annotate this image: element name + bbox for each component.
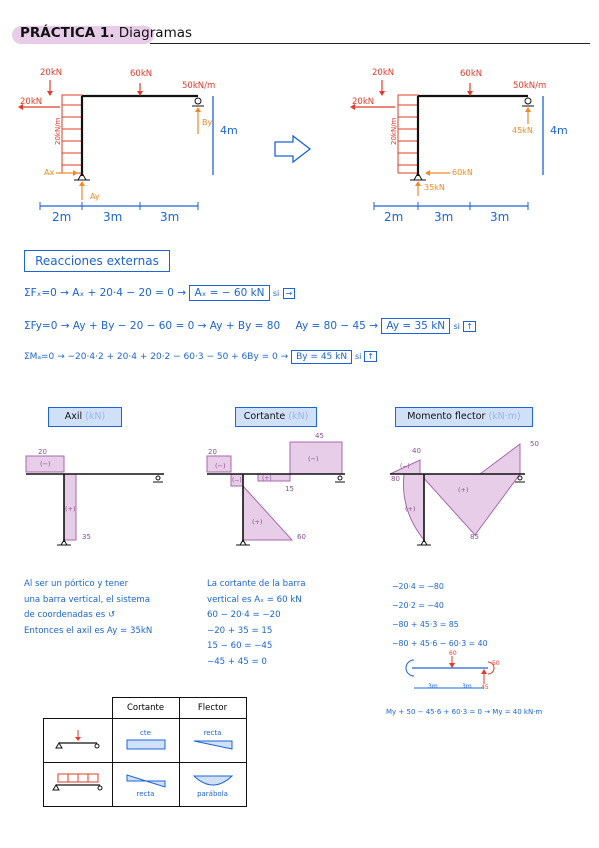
page-title: PRÁCTICA 1. Diagramas (20, 25, 193, 41)
mini-beam-sketch (405, 656, 495, 689)
span-1: 2m (52, 210, 72, 224)
title-highlight (12, 26, 154, 44)
mom-50: 50 (530, 440, 539, 448)
r-react-ax: 60kN (452, 168, 473, 177)
axil-diagram (25, 455, 164, 546)
ay-label: Ay (90, 192, 100, 201)
r-span-1: 2m (384, 210, 404, 224)
cort-20: 20 (208, 448, 217, 456)
cort-plus-1: (+) (262, 475, 272, 482)
r-span-2: 3m (434, 210, 454, 224)
r-load-20kn-top: 20kN (372, 68, 395, 78)
row2-flector: parábola (178, 762, 247, 807)
title-underline (150, 43, 590, 44)
result-by: By = 45 kN (291, 350, 353, 364)
mini-span-2: 3m (462, 683, 472, 690)
result-ax: Aₓ = − 60 kN (189, 285, 270, 301)
r-height-4m: 4m (550, 124, 568, 137)
axil-plus: (+) (65, 505, 76, 513)
load-20kn-top: 20kN (40, 68, 63, 78)
axil-35: 35 (82, 533, 91, 541)
by-label: By (202, 118, 213, 127)
notes-axil: Al ser un pórtico y tener una barra vert… (24, 579, 153, 636)
r-load-60kn: 60kN (460, 69, 483, 79)
cort-minus-2: (−) (308, 455, 319, 463)
title-axil: Axil (kN) (48, 407, 122, 427)
cortante-diagram (206, 441, 345, 546)
dist-load-left (61, 94, 83, 174)
dist-load-label: 20kN/m (54, 117, 62, 145)
r-moment-50: 50kN/m (513, 81, 547, 91)
equation-fx: ΣFₓ=0 → Aₓ + 20·4 − 20 = 0 → Aₓ = − 60 k… (24, 285, 296, 301)
internal-force-diagrams (25, 441, 525, 546)
row1-load-sketch (43, 718, 113, 763)
mini-moment: 50 (492, 660, 500, 667)
row1-cortante: cte (111, 718, 180, 763)
col-cortante: Cortante (111, 697, 180, 719)
r-react-ay: 35kN (424, 183, 445, 192)
mini-span-1: 3m (428, 683, 438, 690)
equation-fy: ΣFy=0 → Ay + By − 20 − 60 = 0 → Ay + By … (24, 318, 476, 334)
frame-right (350, 80, 544, 210)
notes-momento: −20·4 = −80 −20·2 = −40 −80 + 45·3 = 85 … (392, 582, 488, 648)
title-momento: Momento flector (kN·m) (395, 407, 533, 427)
transform-arrow-icon (274, 134, 312, 164)
r-span-3: 3m (490, 210, 510, 224)
cort-plus-2: (+) (252, 518, 263, 526)
ax-label: Ax (44, 168, 55, 177)
section-title-reactions: Reacciones externas (24, 250, 170, 272)
col-flector: Flector (178, 697, 247, 719)
r-react-b: 45kN (512, 126, 533, 135)
notes-cortante: La cortante de la barra vertical es Aₓ =… (207, 579, 306, 667)
span-3: 3m (160, 210, 180, 224)
axil-20: 20 (38, 448, 47, 456)
mom-80: 80 (391, 475, 400, 483)
mom-40: 40 (412, 447, 421, 455)
mom-85: 85 (470, 533, 479, 541)
equation-ma: ΣMₐ=0 → −20·4·2 + 20·4 + 20·2 − 60·3 − 5… (24, 350, 377, 364)
mom-plus-1: (+) (458, 486, 469, 494)
cort-45: 45 (315, 432, 324, 440)
momento-diagram (389, 443, 525, 546)
row1-flector: recta (178, 718, 247, 763)
cort-60: 60 (297, 533, 306, 541)
cort-minus-1: (−) (215, 462, 226, 470)
mom-minus: (−) (400, 463, 410, 470)
momento-final-eq: My + 50 − 45·6 + 60·3 = 0 → My = 40 kN·m (386, 708, 543, 716)
mini-load: 60 (449, 650, 457, 657)
cort-15: 15 (285, 485, 294, 493)
title-cortante: Cortante (kN) (235, 407, 317, 427)
row2-cortante: recta (111, 762, 180, 807)
frame-left (18, 80, 214, 210)
axil-minus: (−) (40, 460, 51, 468)
load-20kn-side: 20kN (20, 97, 43, 107)
r-dist-load-label: 20kN/m (390, 117, 398, 145)
span-2: 3m (103, 210, 123, 224)
height-4m: 4m (220, 124, 238, 137)
row2-load-sketch (43, 762, 113, 807)
result-ay: Ay = 35 kN (381, 318, 451, 334)
mini-react: 45 (481, 684, 489, 691)
frame-diagrams (18, 80, 544, 210)
moment-50: 50kN/m (182, 81, 216, 91)
cort-minus-3: (−) (232, 477, 242, 484)
load-60kn: 60kN (130, 69, 153, 79)
mom-plus-2: (+) (405, 505, 416, 513)
summary-table: Cortante Flector cte recta (43, 697, 247, 807)
r-load-20kn-side: 20kN (352, 97, 375, 107)
